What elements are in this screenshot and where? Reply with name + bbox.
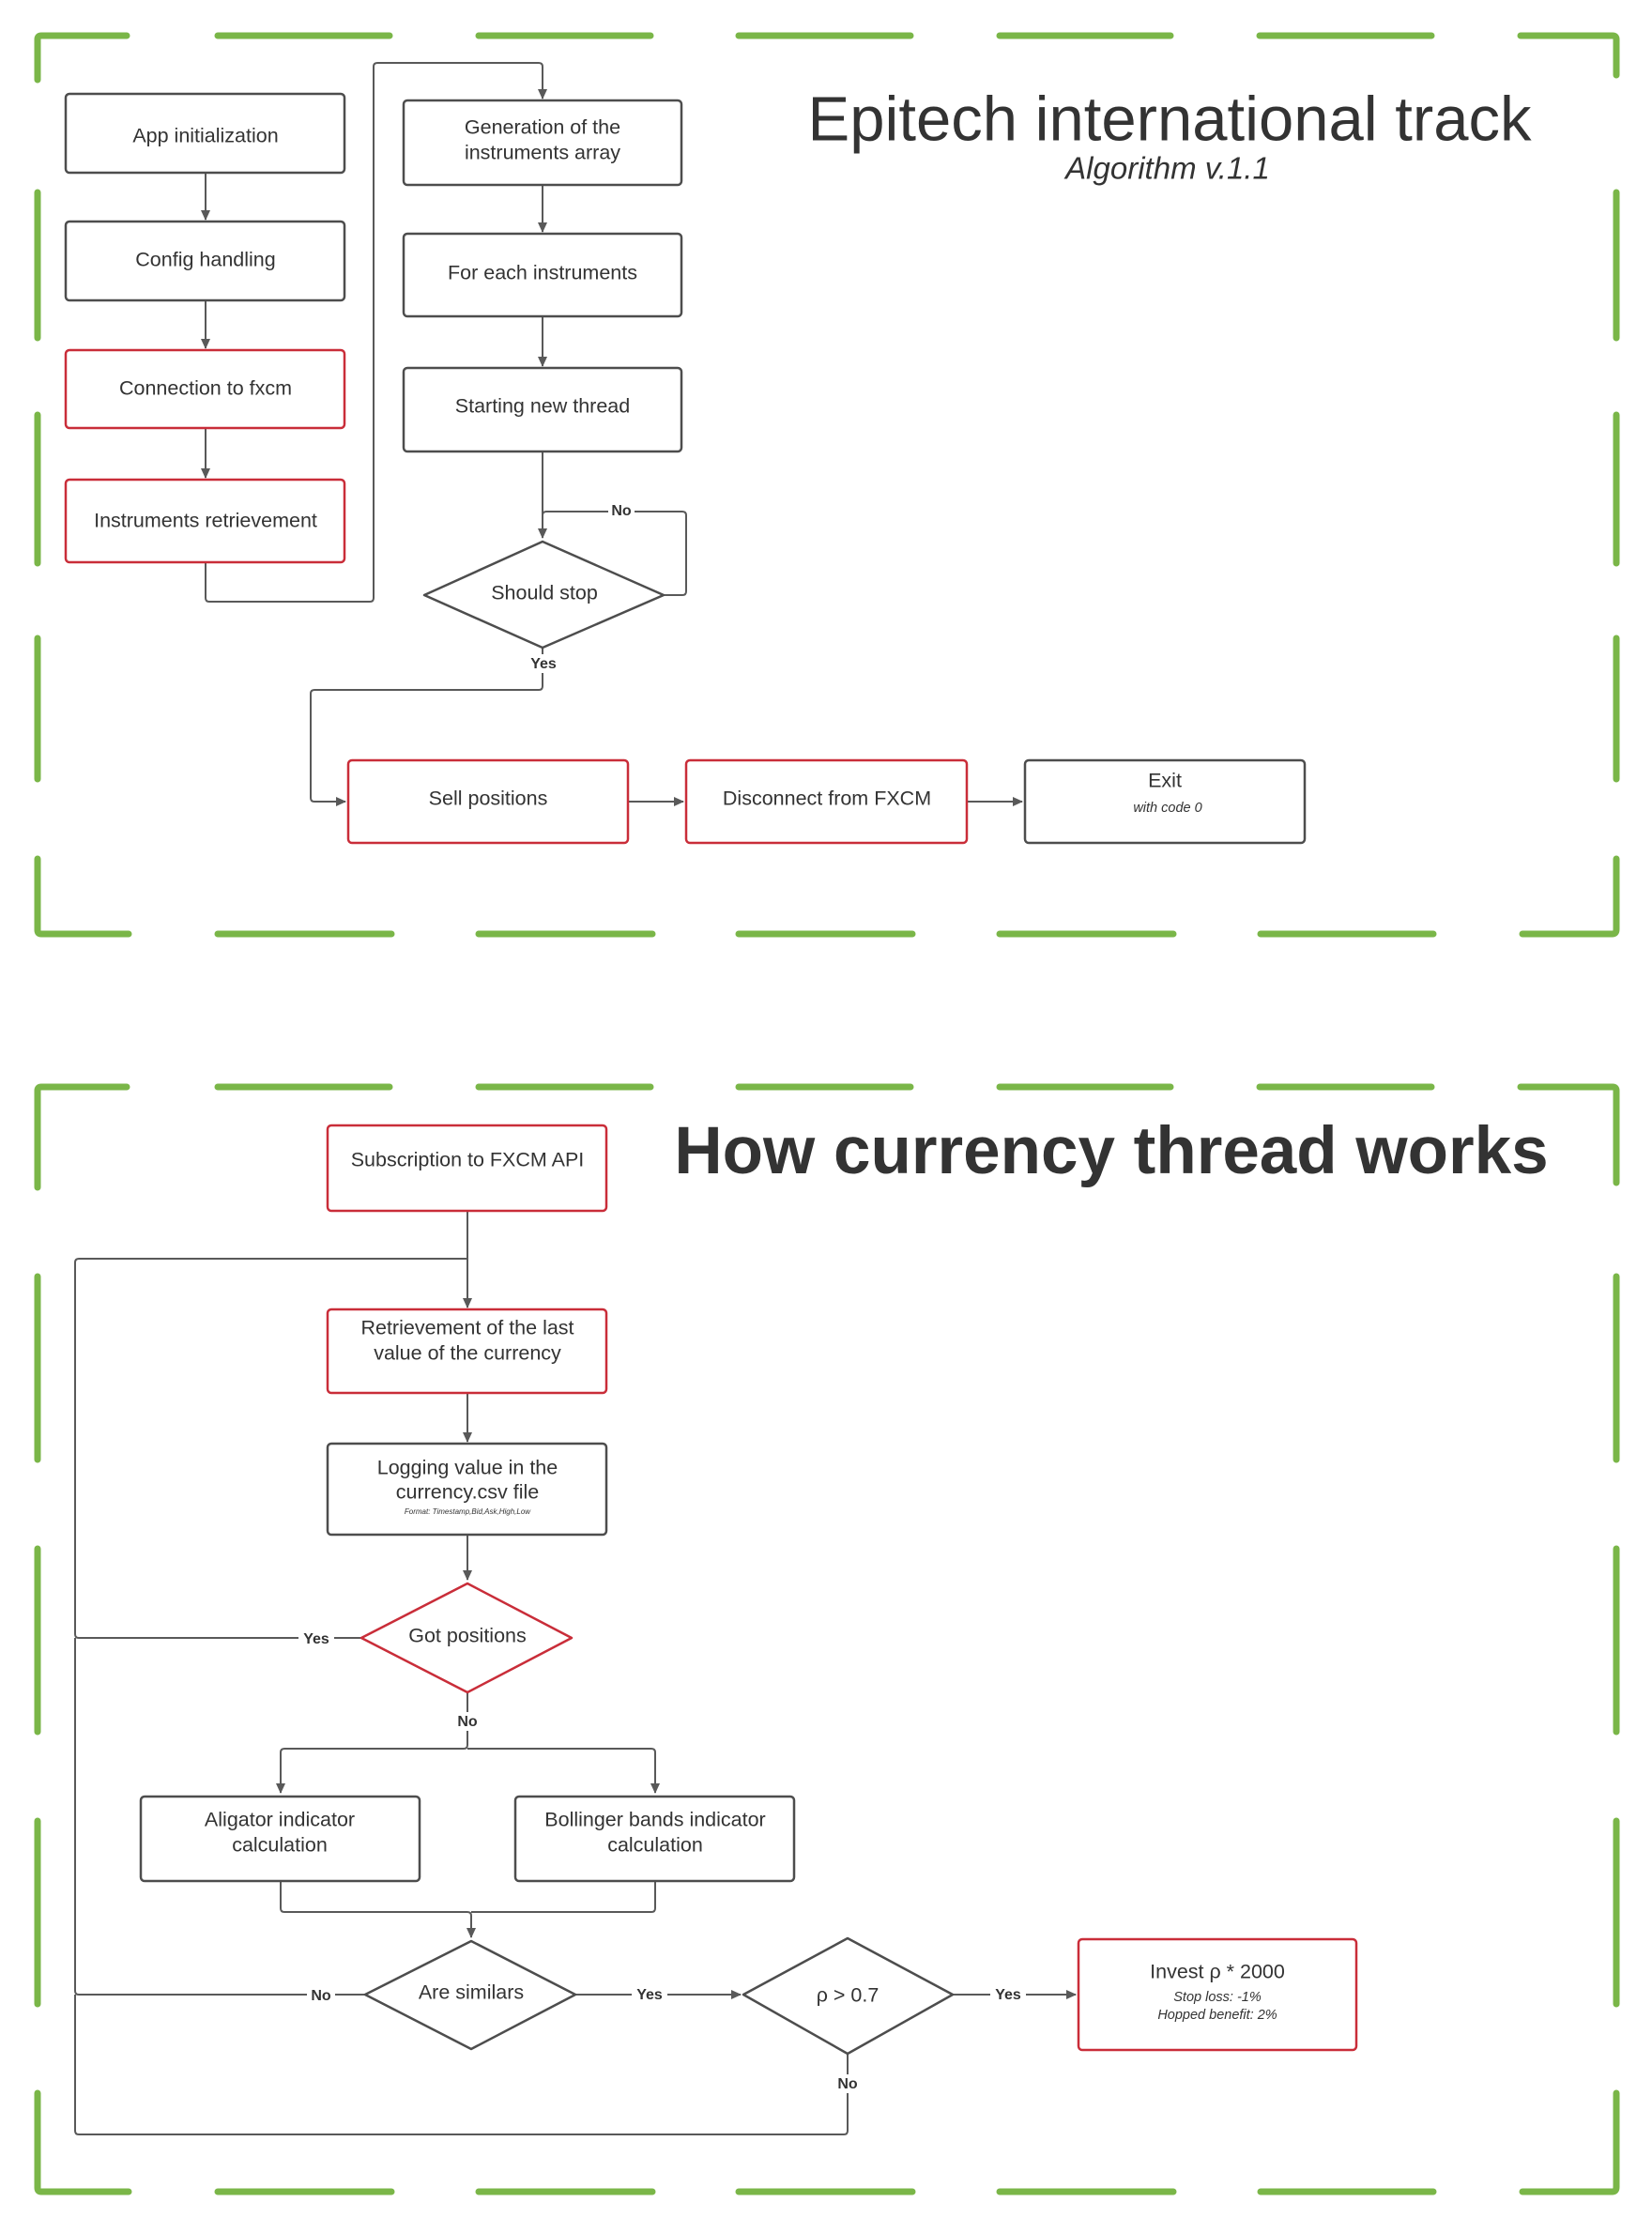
- node-bollinger-label-2: calculation: [607, 1834, 703, 1857]
- edge-instruments-generation: [205, 62, 547, 603]
- node-retrieve-label-2: value of the currency: [374, 1342, 561, 1365]
- node-aligator[interactable]: Aligator indicator calculation: [139, 1795, 421, 1883]
- node-sell-label: Sell positions: [429, 788, 548, 810]
- node-app-init[interactable]: App initialization: [64, 92, 346, 175]
- label-bg-yes: [527, 654, 560, 673]
- section1-title: Epitech international track: [808, 84, 1532, 155]
- node-got-positions-label: Got positions: [408, 1625, 526, 1647]
- edge-label-yes-rho: Yes: [995, 1987, 1021, 2003]
- node-aligator-label-2: calculation: [232, 1834, 328, 1857]
- node-logging-label-1: Logging value in the: [377, 1457, 558, 1479]
- edge-label-no-rho: No: [837, 2076, 858, 2092]
- node-connection-label: Connection to fxcm: [119, 377, 292, 400]
- node-invest-benefit: Hopped benefit: 2%: [1157, 2008, 1277, 2023]
- node-config-label: Config handling: [135, 249, 275, 271]
- node-rho-label: ρ > 0.7: [817, 1984, 880, 2007]
- section1-subtitle: Algorithm v.1.1: [1063, 151, 1270, 186]
- node-instruments[interactable]: Instruments retrievement: [64, 478, 346, 564]
- edge-shouldstop-no-loop: [542, 511, 687, 596]
- node-for-each-label: For each instruments: [448, 262, 637, 284]
- node-exit[interactable]: Exit with code 0: [1023, 758, 1307, 845]
- edge-label-no: No: [611, 503, 632, 519]
- node-should-stop-label: Should stop: [491, 582, 598, 604]
- node-bollinger-label-1: Bollinger bands indicator: [544, 1809, 765, 1831]
- node-sell[interactable]: Sell positions: [346, 758, 630, 845]
- edge-rho-no-loop: [74, 1995, 849, 2135]
- node-are-similars-label: Are similars: [419, 1981, 524, 2004]
- label-bg-yes-rho: [990, 1985, 1026, 2004]
- node-generation[interactable]: Generation of the instruments array: [402, 99, 683, 187]
- edge-label-no-got: No: [457, 1714, 478, 1730]
- node-generation-label-2: instruments array: [465, 142, 620, 164]
- node-new-thread-label: Starting new thread: [455, 395, 630, 418]
- node-invest-stop-loss: Stop loss: -1%: [1173, 1990, 1262, 2005]
- node-instruments-label: Instruments retrievement: [94, 510, 317, 532]
- node-config[interactable]: Config handling: [64, 220, 346, 302]
- node-subscription[interactable]: Subscription to FXCM API: [326, 1124, 608, 1213]
- label-bg-yes-got: [298, 1629, 334, 1648]
- edge-label-yes-similar: Yes: [636, 1987, 663, 2003]
- node-disconnect-label: Disconnect from FXCM: [723, 788, 931, 810]
- label-bg-yes-similar: [632, 1985, 667, 2004]
- edge-label-yes-got: Yes: [303, 1631, 329, 1647]
- edge-got-yes-loop: [74, 1258, 467, 1639]
- node-exit-note: with code 0: [1133, 801, 1201, 816]
- edge-bollinger-similar: [471, 1881, 656, 1913]
- node-logging[interactable]: Logging value in the currency.csv file F…: [326, 1442, 608, 1537]
- node-disconnect[interactable]: Disconnect from FXCM: [684, 758, 969, 845]
- node-are-similars[interactable]: Are similars: [363, 1939, 577, 2051]
- node-rho[interactable]: ρ > 0.7: [742, 1936, 955, 2056]
- node-new-thread[interactable]: Starting new thread: [402, 366, 683, 453]
- label-bg-no: [608, 501, 635, 520]
- edge-got-no-bollinger: [467, 1748, 660, 1794]
- node-aligator-label-1: Aligator indicator: [205, 1809, 355, 1831]
- label-bg-no-similar: [307, 1986, 335, 2005]
- node-should-stop[interactable]: Should stop: [422, 540, 665, 650]
- label-bg-no-rho: [834, 2074, 862, 2093]
- edge-got-no-aligator: [276, 1692, 468, 1794]
- node-retrieve[interactable]: Retrievement of the last value of the cu…: [326, 1308, 608, 1395]
- node-retrieve-label-1: Retrievement of the last: [360, 1317, 574, 1339]
- node-logging-note: Format: Timestamp,Bid,Ask,High,Low: [405, 1507, 531, 1516]
- edge-label-yes: Yes: [530, 656, 557, 672]
- node-invest[interactable]: Invest ρ * 2000 Stop loss: -1% Hopped be…: [1077, 1937, 1358, 2052]
- node-app-init-label: App initialization: [132, 125, 278, 147]
- node-generation-label-1: Generation of the: [465, 116, 620, 139]
- edge-aligator-similar: [280, 1881, 476, 1938]
- node-bollinger[interactable]: Bollinger bands indicator calculation: [513, 1795, 796, 1883]
- label-bg-no-got: [454, 1712, 481, 1731]
- section1-connectors: [201, 62, 1023, 806]
- node-subscription-label: Subscription to FXCM API: [351, 1149, 585, 1171]
- node-for-each[interactable]: For each instruments: [402, 232, 683, 318]
- node-exit-label: Exit: [1148, 770, 1182, 792]
- node-connection[interactable]: Connection to fxcm: [64, 348, 346, 430]
- node-logging-label-2: currency.csv file: [396, 1481, 540, 1504]
- section2-title: How currency thread works: [674, 1114, 1548, 1188]
- edge-shouldstop-yes-sell: [310, 648, 543, 806]
- node-got-positions[interactable]: Got positions: [359, 1582, 574, 1694]
- node-invest-label: Invest ρ * 2000: [1150, 1961, 1285, 1983]
- edge-label-no-similar: No: [311, 1988, 331, 2004]
- section2-frame: [34, 1083, 1620, 2195]
- edge-similar-no-loop: [74, 1638, 365, 1996]
- section1-frame: [34, 32, 1620, 938]
